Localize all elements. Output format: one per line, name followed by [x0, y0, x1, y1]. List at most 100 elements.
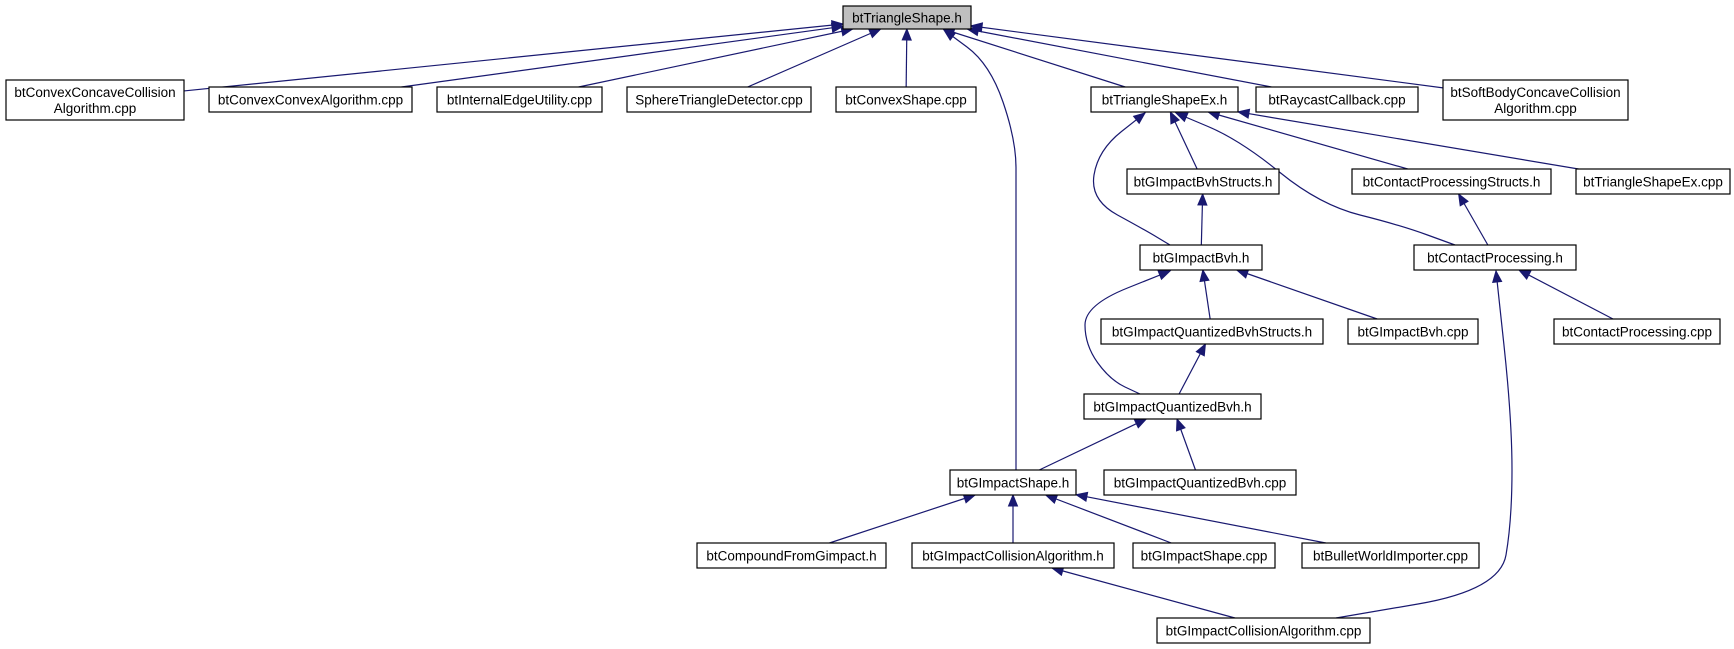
node-convexshape[interactable]: btConvexShape.cpp	[835, 86, 977, 113]
node-box-internaledge[interactable]	[436, 86, 603, 113]
node-contactstructs[interactable]: btContactProcessingStructs.h	[1351, 168, 1552, 195]
node-raycast[interactable]: btRaycastCallback.cpp	[1255, 86, 1419, 113]
arrowhead-gshapecpp-to-gshape	[1044, 494, 1059, 505]
node-box-convexconcave[interactable]	[5, 79, 185, 121]
node-label-gbvh: btGImpactBvh.h	[1153, 251, 1250, 266]
node-box-gbvhstructs[interactable]	[1126, 168, 1280, 195]
arrowhead-gshape-to-gqbvh	[1133, 418, 1148, 429]
node-box-contactproccpp[interactable]	[1553, 318, 1721, 345]
edge-contactproccpp-to-contactproc	[1518, 269, 1614, 320]
node-box-gcollalgcpp[interactable]	[1156, 617, 1371, 644]
node-bulletworld[interactable]: btBulletWorldImporter.cpp	[1301, 542, 1480, 569]
edge-convexconcave-to-root	[183, 23, 844, 92]
arrowhead-convexconvex-to-root	[830, 22, 845, 34]
node-box-root[interactable]	[842, 5, 972, 30]
arrowhead-spheretri-to-root	[867, 28, 882, 39]
node-box-trishapeex[interactable]	[1090, 86, 1239, 113]
arrowhead-gbvh-to-trishapeex	[1132, 112, 1147, 125]
node-box-gcollalg[interactable]	[911, 542, 1115, 569]
node-root[interactable]: btTriangleShape.h	[842, 5, 972, 30]
node-label-gqbvh: btGImpactQuantizedBvh.h	[1093, 400, 1251, 415]
node-label-gshapecpp: btGImpactShape.cpp	[1141, 549, 1268, 564]
node-label-gshape: btGImpactShape.h	[957, 476, 1070, 491]
node-gcollalg[interactable]: btGImpactCollisionAlgorithm.h	[911, 542, 1115, 569]
node-gcollalgcpp[interactable]: btGImpactCollisionAlgorithm.cpp	[1156, 617, 1371, 644]
node-box-compound[interactable]	[696, 542, 887, 569]
node-box-contactstructs[interactable]	[1351, 168, 1552, 195]
node-gbvh[interactable]: btGImpactBvh.h	[1139, 244, 1263, 271]
edge-trishapeexcpp-to-trishapeex	[1237, 111, 1579, 170]
node-label-convexconvex: btConvexConvexAlgorithm.cpp	[218, 93, 403, 108]
node-compound[interactable]: btCompoundFromGimpact.h	[696, 542, 887, 569]
node-label-convexshape: btConvexShape.cpp	[845, 93, 967, 108]
arrowhead-softbody-to-root	[969, 22, 984, 33]
node-gshape[interactable]: btGImpactShape.h	[949, 469, 1077, 496]
node-box-gshape[interactable]	[949, 469, 1077, 496]
edge-gshape-to-root	[943, 29, 1017, 470]
arrowhead-gbvhcpp-to-gbvh	[1235, 268, 1250, 279]
edge-gshapecpp-to-gshape	[1045, 494, 1172, 544]
node-gqbvh[interactable]: btGImpactQuantizedBvh.h	[1083, 393, 1262, 420]
node-box-gbvh[interactable]	[1139, 244, 1263, 271]
node-gshapecpp[interactable]: btGImpactShape.cpp	[1132, 542, 1276, 569]
arrowhead-trishapeexcpp-to-trishapeex	[1236, 108, 1251, 119]
node-box-contactproc[interactable]	[1413, 244, 1577, 271]
node-contactproc[interactable]: btContactProcessing.h	[1413, 244, 1577, 271]
edge-contactstructs-to-trishapeex	[1208, 111, 1408, 170]
edge-gshape-to-gqbvh	[1038, 418, 1147, 471]
edge-raycast-to-root	[967, 28, 1272, 88]
node-label-convexconcave: btConvexConcaveCollision	[14, 85, 175, 100]
node-internaledge[interactable]: btInternalEdgeUtility.cpp	[436, 86, 603, 113]
node-box-spheretri[interactable]	[626, 86, 812, 113]
node-box-gshapecpp[interactable]	[1132, 542, 1276, 569]
edge-softbody-to-root	[970, 25, 1444, 89]
arrowhead-gcollalgcpp-to-contactproc	[1492, 269, 1503, 283]
node-label-convexconcave: Algorithm.cpp	[54, 101, 137, 116]
node-trishapeex[interactable]: btTriangleShapeEx.h	[1090, 86, 1239, 113]
arrowhead-contactproc-to-contactstructs	[1457, 192, 1469, 207]
node-gqbvhstructs[interactable]: btGImpactQuantizedBvhStructs.h	[1100, 318, 1324, 345]
edge-gbvh-to-trishapeex	[1092, 112, 1171, 246]
node-label-gbvhstructs: btGImpactBvhStructs.h	[1134, 175, 1273, 190]
node-gbvhcpp[interactable]: btGImpactBvh.cpp	[1347, 318, 1479, 345]
arrowhead-gqbvhcpp-to-gqbvh	[1176, 417, 1186, 432]
node-label-contactproccpp: btContactProcessing.cpp	[1562, 325, 1712, 340]
node-box-gqbvhcpp[interactable]	[1103, 469, 1297, 496]
node-box-gqbvh[interactable]	[1083, 393, 1262, 420]
node-contactproccpp[interactable]: btContactProcessing.cpp	[1553, 318, 1721, 345]
node-box-gbvhcpp[interactable]	[1347, 318, 1479, 345]
node-box-raycast[interactable]	[1255, 86, 1419, 113]
arrowhead-contactproc-to-trishapeex	[1174, 112, 1189, 123]
node-label-gcollalg: btGImpactCollisionAlgorithm.h	[922, 549, 1104, 564]
edge-spheretri-to-root	[747, 28, 881, 88]
node-label-internaledge: btInternalEdgeUtility.cpp	[447, 93, 592, 108]
edge-convexconvex-to-root	[401, 25, 844, 88]
node-box-convexshape[interactable]	[835, 86, 977, 113]
node-gbvhstructs[interactable]: btGImpactBvhStructs.h	[1126, 168, 1280, 195]
edge-compound-to-gshape	[829, 494, 976, 544]
node-spheretri[interactable]: SphereTriangleDetector.cpp	[626, 86, 812, 113]
node-label-compound: btCompoundFromGimpact.h	[706, 549, 876, 564]
arrowhead-bulletworld-to-gshape	[1074, 491, 1089, 503]
node-label-bulletworld: btBulletWorldImporter.cpp	[1313, 549, 1468, 564]
edge-trishapeex-to-root	[942, 28, 1126, 88]
arrowhead-gcollalg-to-gshape	[1007, 493, 1019, 507]
edge-gcollalgcpp-to-gcollalg	[1051, 567, 1236, 619]
node-gqbvhcpp[interactable]: btGImpactQuantizedBvh.cpp	[1103, 469, 1297, 496]
node-box-gqbvhstructs[interactable]	[1100, 318, 1324, 345]
node-label-gbvhcpp: btGImpactBvh.cpp	[1357, 325, 1468, 340]
edge-bulletworld-to-gshape	[1075, 494, 1326, 544]
node-box-convexconvex[interactable]	[208, 86, 413, 113]
arrowhead-contactproccpp-to-contactproc	[1517, 269, 1532, 280]
node-box-trishapeexcpp[interactable]	[1575, 168, 1731, 195]
node-box-bulletworld[interactable]	[1301, 542, 1480, 569]
node-trishapeexcpp[interactable]: btTriangleShapeEx.cpp	[1575, 168, 1731, 195]
node-convexconvex[interactable]: btConvexConvexAlgorithm.cpp	[208, 86, 413, 113]
node-label-root: btTriangleShape.h	[852, 11, 962, 26]
edge-internaledge-to-root	[578, 28, 853, 88]
node-box-softbody[interactable]	[1442, 79, 1629, 121]
edge-gbvhcpp-to-gbvh	[1236, 269, 1378, 320]
